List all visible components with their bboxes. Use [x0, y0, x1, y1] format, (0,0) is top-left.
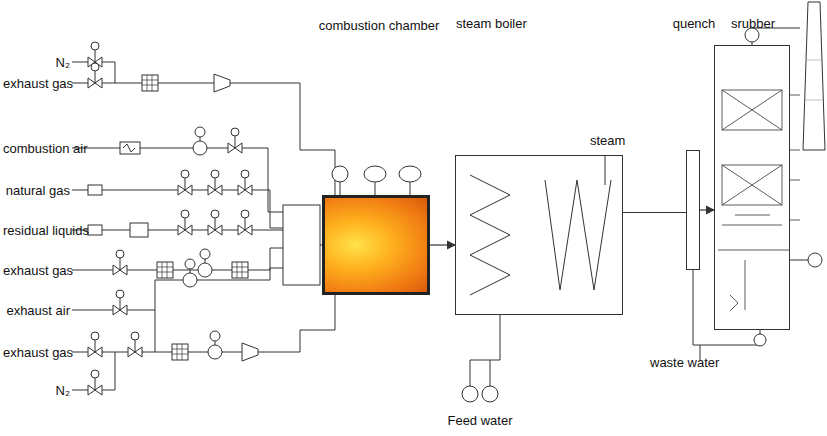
- inlet-label: exhaust air: [6, 303, 70, 318]
- inlet-label: exhaust gas: [3, 263, 73, 278]
- inlet-label: exhaust gas: [3, 76, 73, 91]
- flow-line: [623, 212, 686, 213]
- inlet-label: natural gas: [6, 183, 70, 198]
- unit-heading: steam boiler: [456, 16, 527, 31]
- flow-line: [700, 209, 714, 210]
- quench-column: quench: [686, 150, 700, 270]
- stream-label: waste water: [650, 355, 719, 370]
- scrubber-tower: srubber: [714, 45, 790, 330]
- inlet-label: combustion air: [3, 141, 88, 156]
- unit-heading: srubber: [731, 16, 775, 31]
- inlet-label: N₂: [56, 55, 70, 70]
- stream-label: Feed water: [447, 413, 512, 428]
- unit-heading: quench: [673, 16, 716, 31]
- steam-boiler: steam boiler: [455, 155, 623, 315]
- inlet-label: exhaust gas: [3, 345, 73, 360]
- combustion-chamber: combustion chamber: [322, 195, 430, 295]
- stream-label: steam: [590, 133, 625, 148]
- unit-heading: combustion chamber: [319, 18, 440, 33]
- flow-line: [430, 244, 455, 245]
- inlet-label: N₂: [56, 383, 70, 398]
- inlet-label: residual liquids: [3, 223, 89, 238]
